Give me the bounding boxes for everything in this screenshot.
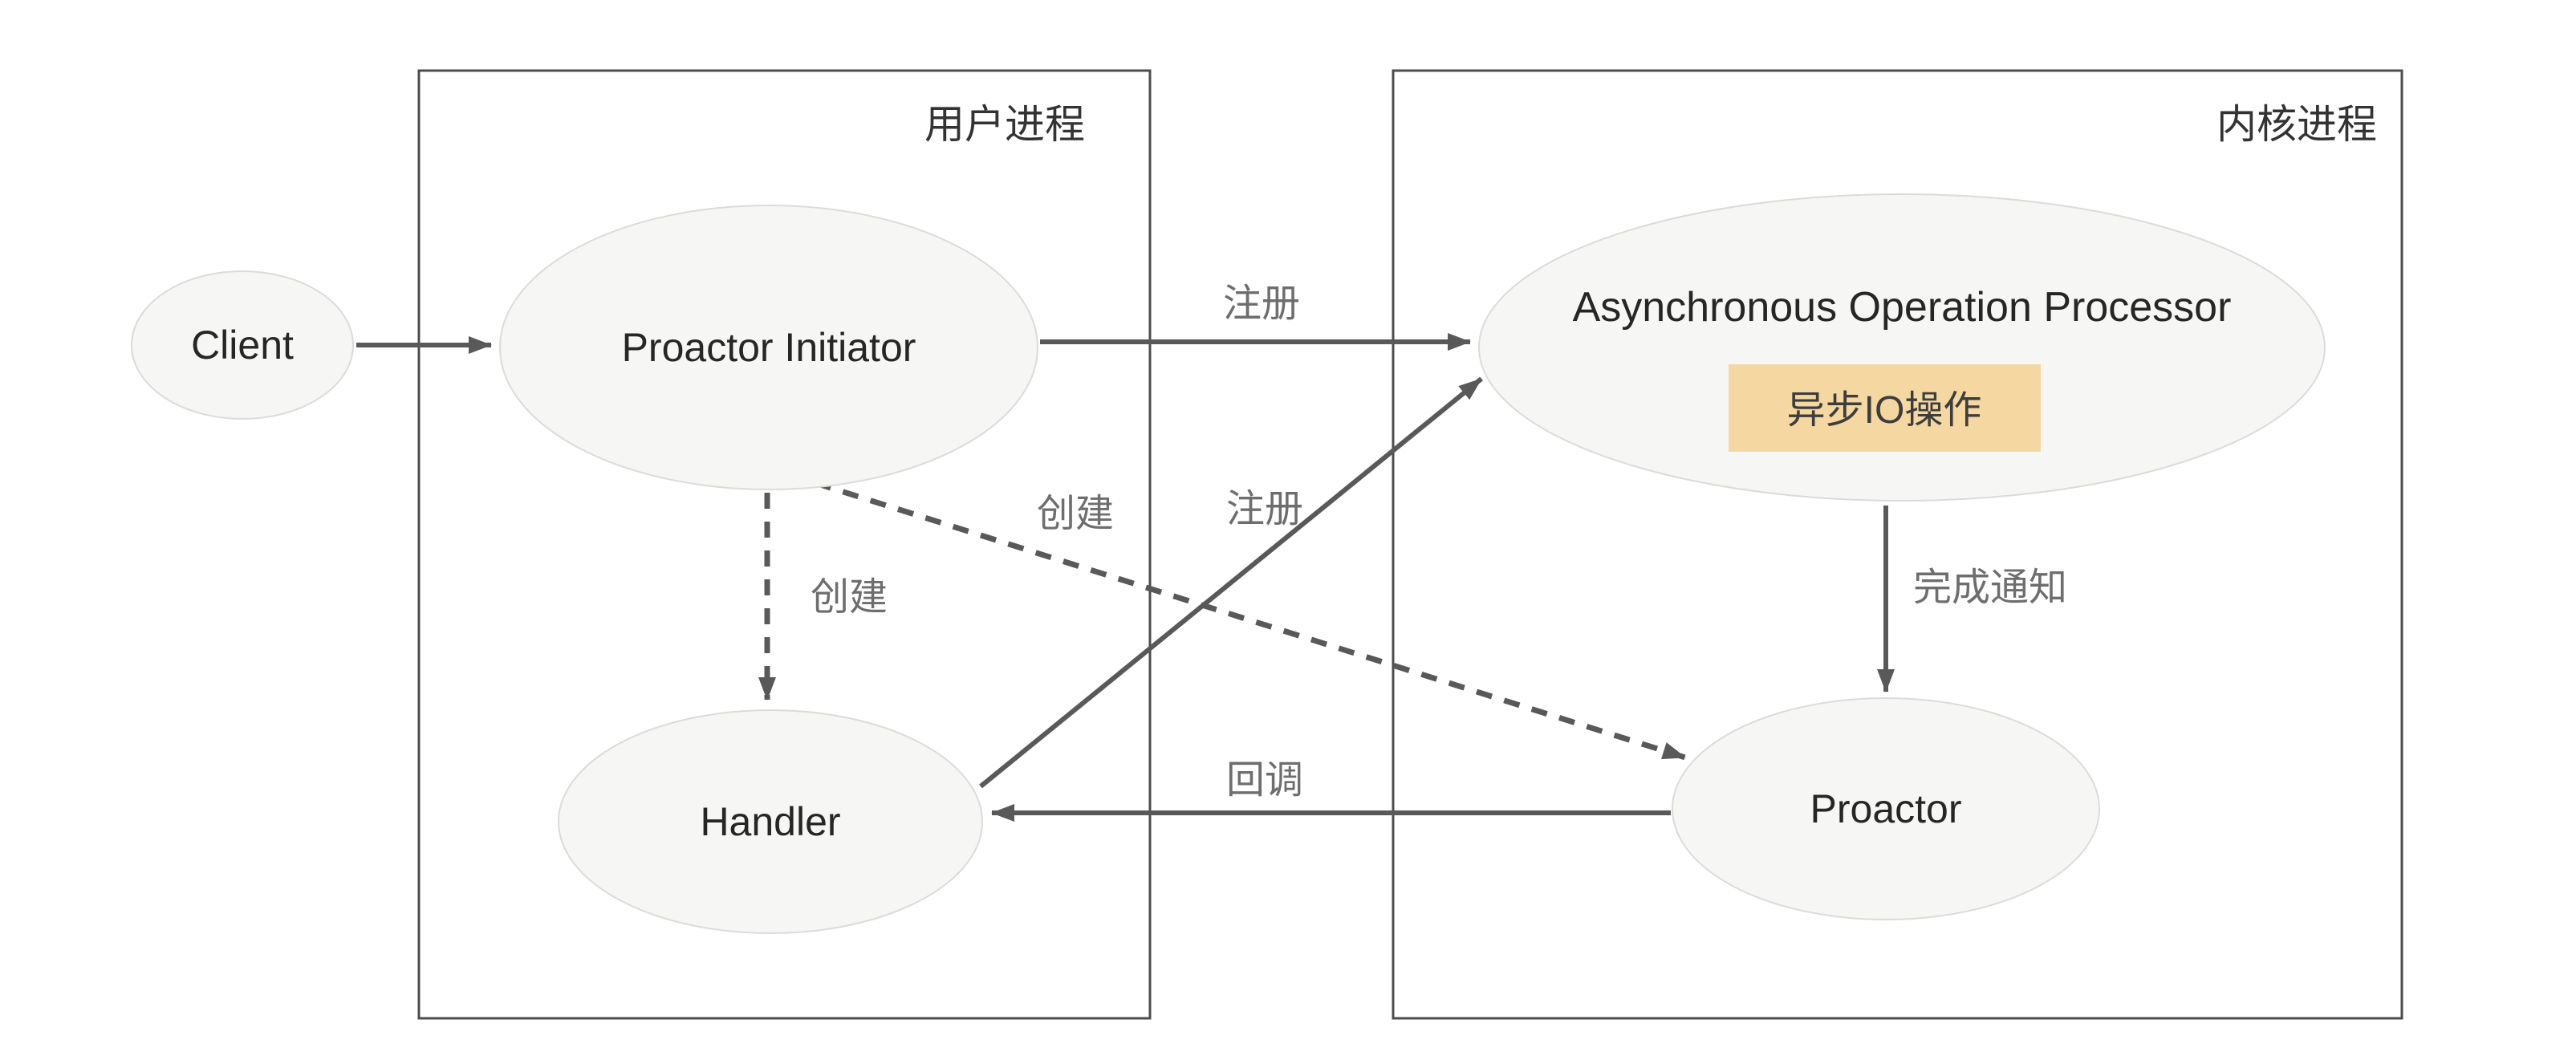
edge-label-callback: 回调 xyxy=(1226,759,1303,802)
kernel-process-label: 内核进程 xyxy=(2216,102,2377,147)
async-operation-processor-node xyxy=(1478,193,2326,502)
edge-label-create-vertical: 创建 xyxy=(811,576,888,619)
edge-label-create-diagonal: 创建 xyxy=(1037,493,1114,535)
proactor-initiator-node xyxy=(499,205,1038,490)
kernel-process-box xyxy=(1392,69,2403,1020)
client-node xyxy=(131,270,354,420)
proactor-initiator-node-label: Proactor Initiator xyxy=(622,325,916,370)
edge-label-register-diagonal: 注册 xyxy=(1226,488,1303,530)
arrow-create-proactor xyxy=(814,480,1687,761)
async-operation-processor-node-label: Asynchronous Operation Processor xyxy=(1573,284,2232,331)
handler-node-label: Handler xyxy=(700,799,840,844)
async-io-operation-label: 异步IO操作 xyxy=(1787,389,1982,432)
client-node-label: Client xyxy=(191,323,294,368)
async-io-operation-highlight xyxy=(1729,364,2041,452)
user-process-label: 用户进程 xyxy=(924,102,1085,147)
proactor-node xyxy=(1672,697,2100,920)
user-process-box xyxy=(417,69,1152,1020)
handler-node xyxy=(558,709,983,934)
edge-label-register-top: 注册 xyxy=(1223,282,1300,325)
edge-label-completion-notify: 完成通知 xyxy=(1913,567,2067,609)
proactor-node-label: Proactor xyxy=(1810,786,1962,831)
arrow-handler-register xyxy=(979,376,1483,789)
